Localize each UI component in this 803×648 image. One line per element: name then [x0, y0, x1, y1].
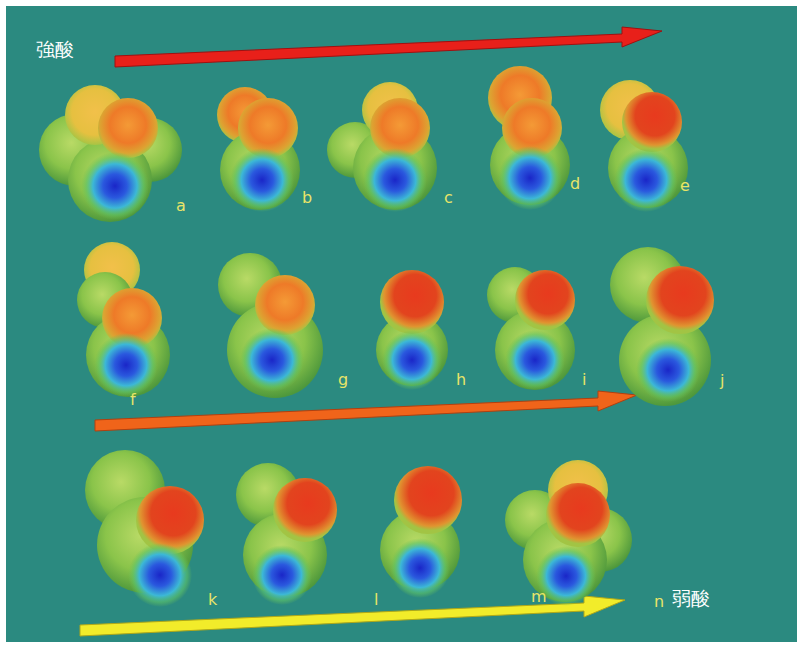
- molecule-letter: a: [176, 198, 186, 214]
- molecule-letter: d: [570, 176, 580, 192]
- molecule-letter: l: [374, 592, 378, 608]
- molecule-letter: k: [208, 592, 217, 608]
- end-label: 弱酸: [672, 589, 710, 608]
- molecule-letter: i: [582, 372, 586, 388]
- molecule-letter: b: [302, 190, 312, 206]
- molecule-letter: e: [680, 178, 690, 194]
- molecule-letter: c: [444, 190, 453, 206]
- end-label: 強酸: [36, 40, 74, 59]
- molecule-letter: m: [531, 589, 547, 605]
- molecule-letter: j: [720, 373, 724, 389]
- molecule-letter: h: [456, 372, 466, 388]
- molecule-letter: n: [654, 594, 664, 610]
- molecule-letter: g: [338, 372, 348, 388]
- molecule-letter: f: [130, 392, 136, 408]
